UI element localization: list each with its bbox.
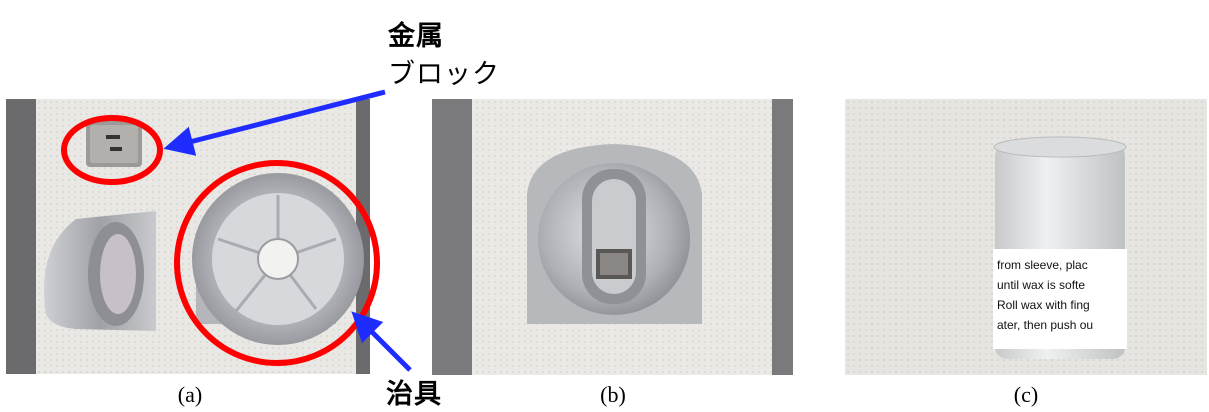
caption-b: (b) (600, 382, 626, 407)
photo-b (432, 99, 793, 375)
photo-a (6, 99, 370, 374)
block-label: ブロック (388, 59, 500, 90)
jig-label: 治具 (386, 379, 442, 410)
vial-line-3: Roll wax with fing (997, 298, 1090, 312)
vial-line-1: from sleeve, plac (997, 258, 1088, 272)
photo-b-drawing (432, 99, 793, 375)
vial-label (993, 249, 1127, 349)
photo-a-drawing (6, 99, 370, 374)
vial-line-4: ater, then push ou (997, 318, 1093, 332)
caption-c: (c) (1013, 382, 1039, 407)
caption-a: (a) (177, 382, 203, 407)
photo-c: from sleeve, plac until wax is softe Rol… (845, 99, 1207, 375)
vial-line-2: until wax is softe (997, 278, 1085, 292)
photo-c-drawing: from sleeve, plac until wax is softe Rol… (845, 99, 1207, 375)
metal-label: 金属 (388, 21, 444, 52)
